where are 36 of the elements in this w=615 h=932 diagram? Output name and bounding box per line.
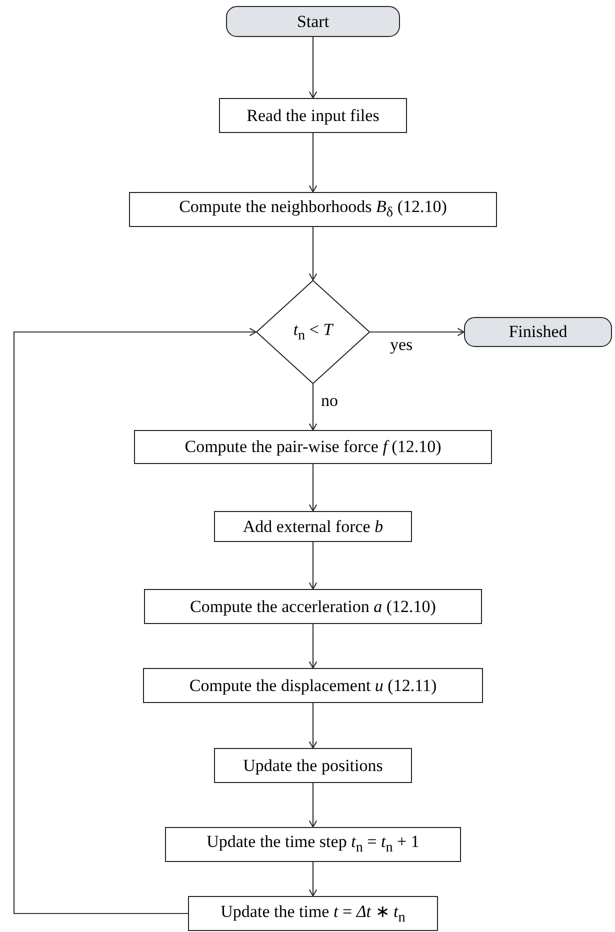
arrow bbox=[308, 227, 318, 281]
step-text: Compute the displacement u (12.11) bbox=[189, 676, 437, 696]
arrow bbox=[308, 783, 318, 828]
arrow bbox=[308, 703, 318, 749]
step-text: Update the positions bbox=[243, 756, 383, 776]
process-box bbox=[134, 430, 492, 464]
step-text: Read the input files bbox=[246, 106, 380, 126]
arrow bbox=[308, 862, 318, 897]
process-box bbox=[144, 589, 482, 624]
process-box bbox=[165, 827, 461, 862]
terminal-box bbox=[464, 317, 612, 347]
step-text: Update the time step t$_{n}$ = t$_{n}$ + 1 bbox=[206, 832, 420, 857]
step-text: Compute the pair-wise force f (12.10) bbox=[184, 437, 442, 457]
step-text: Compute the accerleration a (12.10) bbox=[190, 596, 436, 616]
process-box bbox=[219, 98, 407, 133]
step-text: Start bbox=[296, 12, 330, 32]
arrow bbox=[308, 37, 318, 99]
process-box bbox=[214, 511, 412, 542]
arrow bbox=[308, 384, 318, 431]
arrow bbox=[308, 464, 318, 512]
arrow bbox=[308, 133, 318, 193]
decision-diamond bbox=[256, 280, 370, 384]
process-box bbox=[143, 668, 483, 703]
step-text: Update the time t = Δt ∗ t$_{n}$ bbox=[220, 900, 406, 926]
process-box bbox=[214, 748, 412, 783]
process-box bbox=[188, 896, 438, 931]
step-text: Compute the neighborhoods B$_{δ}$ (12.10) bbox=[179, 197, 447, 222]
step-text: Add external force b bbox=[242, 516, 384, 536]
terminal-box bbox=[226, 6, 400, 37]
arrow bbox=[370, 328, 465, 336]
process-box bbox=[129, 192, 497, 227]
condition-text: t$_{n}$ < T bbox=[293, 320, 333, 344]
arrow bbox=[308, 542, 318, 590]
arrow bbox=[13, 328, 257, 914]
arrow bbox=[308, 624, 318, 669]
step-text: Finished bbox=[508, 322, 568, 342]
